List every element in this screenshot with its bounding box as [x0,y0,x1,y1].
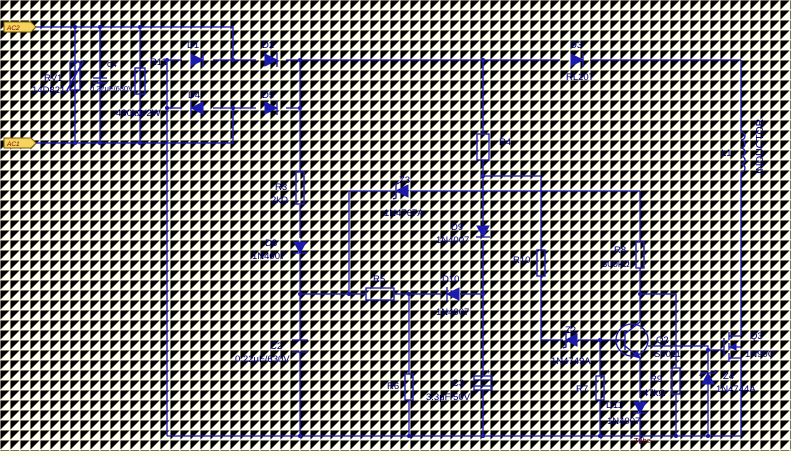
inductor-l1 [740,131,746,173]
component-labels: RV1 14D821 C4 0.22μF/630V R11 430kΩ/2W D… [32,40,775,445]
label-d10-part: 1N4007 [436,307,469,318]
resistor-r3 [295,171,305,205]
diode-d11 [633,401,647,415]
diode-d10 [445,287,460,301]
label-rv1: RV1 [44,73,62,84]
label-r8: R8 [614,245,626,256]
label-z4: Z4 [723,371,734,382]
label-z2: Z2 [565,325,576,336]
label-r5: R5 [373,274,385,285]
label-d10: D10 [442,274,459,285]
label-rv1-part: 14D821 [32,85,65,96]
label-r3-value: 2kΩ [271,195,288,206]
transistor-q2 [615,321,649,359]
resistor-r7 [595,375,605,401]
diode-d9 [476,225,490,239]
label-l1-part: INDUCTOR [754,118,766,174]
label-d8: D8 [265,238,277,249]
label-d5: D5 [262,90,274,101]
label-r10: R10 [513,255,530,266]
diode-d4 [189,101,204,115]
label-r8-value: 300kΩ [602,259,630,270]
label-c4-value: 0.22μF/630V [90,84,133,93]
label-r9: R9 [650,374,662,385]
resistor-r11 [134,67,146,95]
port-ac2: AC2 [3,21,37,33]
label-q3: Q3 [750,331,763,342]
capacitor-c2 [292,339,308,353]
label-tube: Tube [634,436,651,445]
resistor-r6 [404,373,414,401]
mosfet-q3 [723,330,742,362]
label-d3: D3 [570,40,582,51]
label-d4: D4 [188,90,200,101]
label-d9: D9 [451,222,463,233]
diode-d5 [264,101,279,115]
resistor-r10 [536,249,546,277]
junctions [73,25,710,438]
zener-z4 [699,369,717,385]
label-d9-part: 1N4007 [436,235,469,246]
label-r9-value: 47kΩ [643,388,665,399]
label-z3: Z3 [399,175,410,186]
diode-d8 [293,241,307,255]
label-q2-part: S9011 [654,349,681,360]
label-l1: L1 [721,148,732,159]
label-c2-value: 0.22μF/630V [235,354,290,365]
label-z2-part: 1N4749A [551,356,591,367]
label-r11: R11 [150,57,167,68]
varistor-rv1 [65,59,85,93]
label-d3-part: RL207 [566,72,594,83]
resistor-r9 [671,367,681,395]
resistor-r5 [365,287,395,301]
zener-z2 [562,331,578,349]
label-c2: C2 [270,341,282,352]
label-q3-part: 1N90C [745,349,775,360]
label-z3-part: 1N4767A [384,208,424,219]
label-z4-part: 1N4744A [716,384,756,395]
resistor-r4 [476,133,490,161]
label-d11: D11 [606,400,623,411]
label-r4: R4 [499,137,511,148]
label-r6: R6 [387,381,399,392]
label-q2: Q2 [656,335,669,346]
diode-d3 [570,53,585,67]
label-r3: R3 [275,182,287,193]
label-c3: C3 [452,378,464,389]
zener-z3 [392,182,409,200]
port-ac2-label: AC2 [6,25,20,32]
diode-d1 [190,53,205,67]
label-c3-value: 3.3μF/50V [426,392,471,403]
port-ac1-label: AC1 [6,141,20,148]
label-d2: D2 [262,40,274,51]
label-c4: C4 [107,60,117,69]
label-d1: D1 [187,40,199,51]
svg-text:+: + [486,367,491,376]
label-d11-part: 1N4007 [607,416,640,427]
resistor-r8 [635,241,645,269]
capacitor-c3: + [473,367,493,391]
capacitor-c4 [93,27,107,84]
port-ac1: AC1 [3,137,37,149]
label-d8-part: 1N4007 [252,251,285,262]
label-r7: R7 [576,384,588,395]
diode-d2 [264,53,279,67]
label-r11-value: 430kΩ/2W [116,108,161,119]
